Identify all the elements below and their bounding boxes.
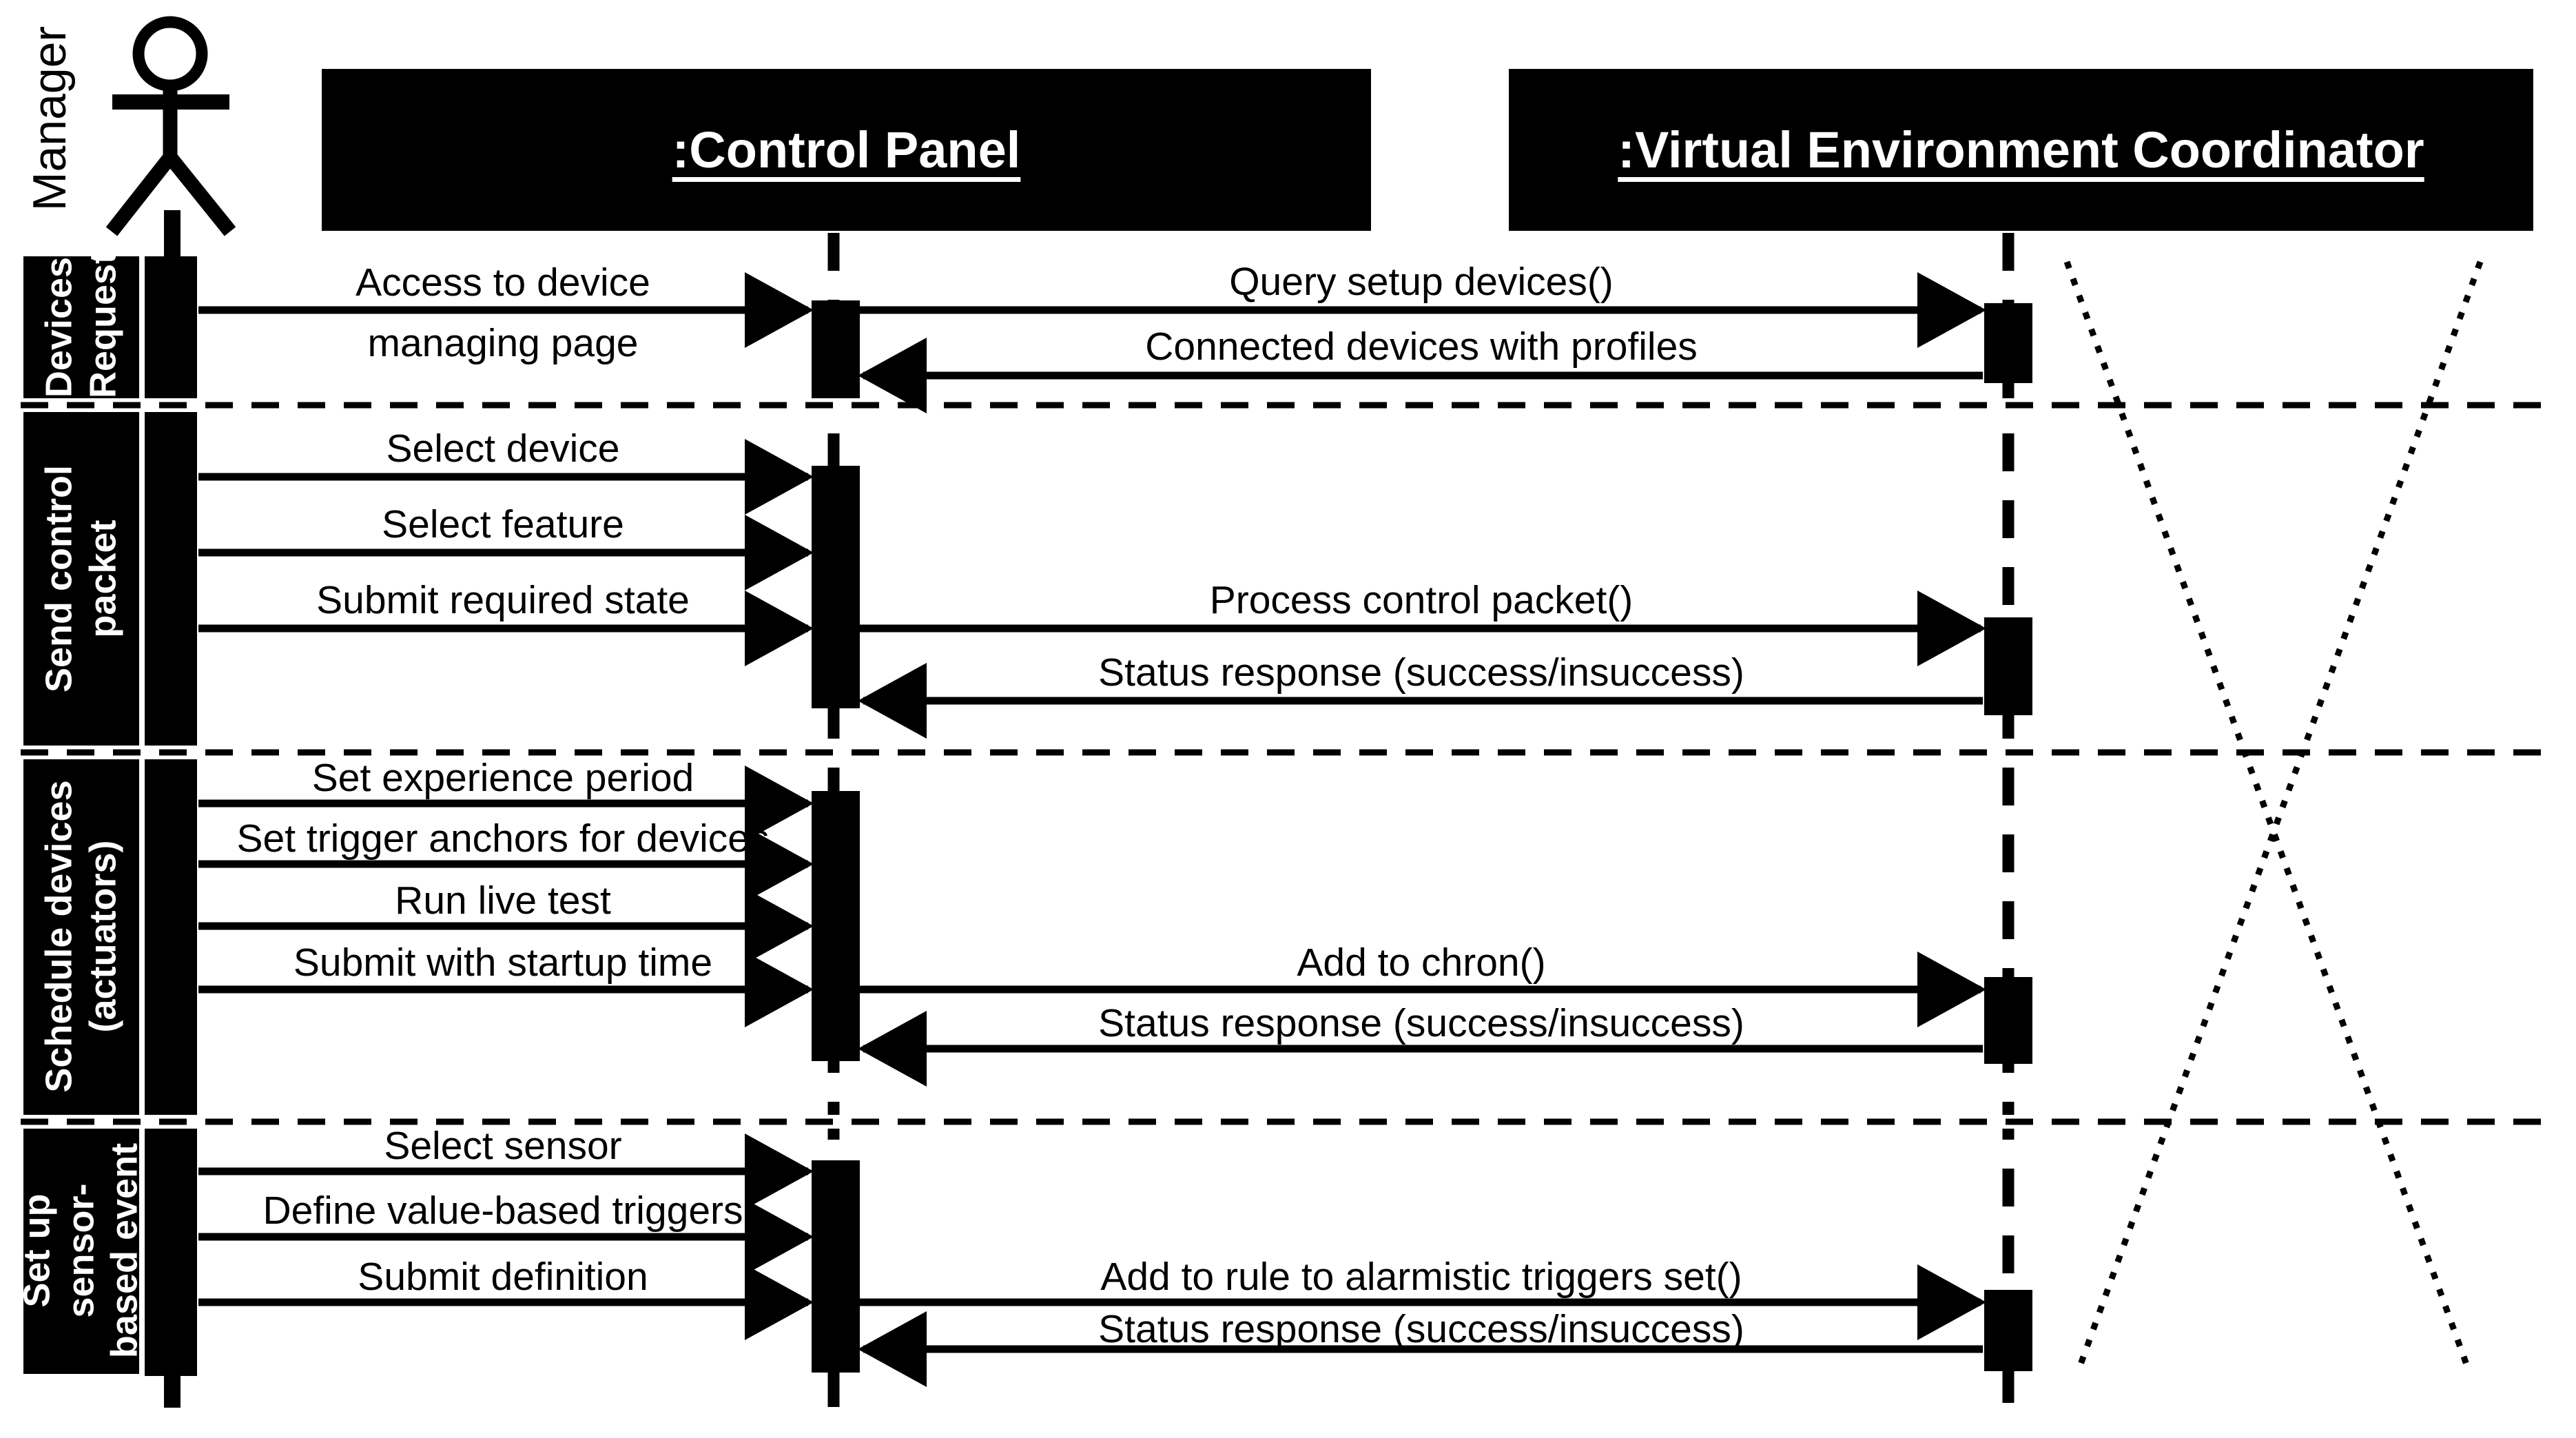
actor-head — [132, 16, 208, 92]
vec-activation-3 — [1984, 977, 2032, 1064]
message-label: Add to chron() — [1297, 941, 1546, 985]
cp-activation-3 — [812, 791, 860, 1061]
message-label: Access to device managing page — [356, 260, 650, 365]
lifeline-header-control-panel: :Control Panel — [322, 69, 1371, 231]
message-label: Submit required state — [316, 578, 690, 622]
message-label: Define value-based triggers — [262, 1189, 743, 1233]
message-label: Select sensor — [384, 1124, 622, 1168]
message-label: Select device — [386, 427, 620, 471]
message-label: Status response (success/insuccess) — [1098, 1001, 1744, 1045]
cp-activation-2 — [812, 466, 860, 708]
activation-bars — [812, 300, 2032, 1373]
manager-lifeline-stub-top — [164, 210, 181, 256]
lifeline-header-virtual-environment-coordinator: :Virtual Environment Coordinator — [1509, 69, 2533, 231]
cp-activation-4 — [812, 1160, 860, 1373]
message-label: Add to rule to alarmistic triggers set() — [1100, 1255, 1742, 1299]
message-label: Submit definition — [358, 1255, 648, 1299]
crossed-dotted-lines — [2063, 260, 2484, 1366]
message-label: Status response (success/insuccess) — [1098, 1307, 1744, 1351]
actor-leg-left — [105, 152, 176, 236]
control-panel-title: :Control Panel — [672, 121, 1021, 178]
vec-activation-1 — [1984, 303, 2032, 383]
manager-lifeline-stub-bottom — [164, 1376, 181, 1408]
dotted-line-right-to-left — [2077, 260, 2484, 1366]
lane-schedule-devices: Schedule devices (actuators) — [23, 758, 139, 1115]
message-label: Connected devices with profiles — [1145, 325, 1698, 369]
dotted-line-left-to-right — [2063, 260, 2470, 1366]
lane-setup-sensor-event: Set up sensor- based event — [16, 1127, 145, 1374]
vec-activation-2 — [1984, 617, 2032, 715]
actor-leg-right — [164, 152, 236, 236]
lane-devices-request: Devices Request — [23, 251, 139, 398]
vec-title: :Virtual Environment Coordinator — [1618, 121, 2424, 178]
cp-activation-1 — [812, 300, 860, 401]
section-separators — [21, 398, 2559, 1129]
manager-activation-bar — [145, 256, 197, 1376]
message-label: Set trigger anchors for devices — [236, 816, 770, 861]
message-label: Status response (success/insuccess) — [1098, 650, 1744, 695]
vec-activation-4 — [1984, 1290, 2032, 1371]
message-label: Run live test — [395, 879, 611, 923]
message-label: Set experience period — [311, 756, 694, 800]
actor-icon — [105, 16, 236, 236]
message-label: Submit with startup time — [293, 941, 713, 985]
lane-send-control-packet: Send control packet — [23, 412, 139, 746]
message-arrows — [198, 272, 1986, 1387]
message-label: Process control packet() — [1209, 578, 1634, 622]
message-label: Select feature — [382, 502, 624, 546]
message-label: Query setup devices() — [1229, 260, 1614, 304]
